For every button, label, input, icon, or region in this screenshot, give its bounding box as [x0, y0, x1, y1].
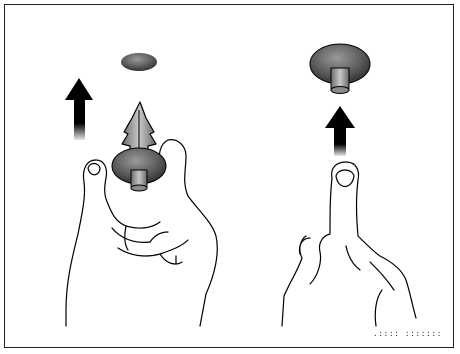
up-arrow-right — [325, 106, 355, 156]
clip-body-right — [310, 44, 370, 94]
clip-body-left — [112, 102, 166, 191]
figure-code: .:::: ::::::: — [373, 329, 442, 338]
up-arrow-left — [65, 78, 93, 140]
right-step — [282, 44, 416, 326]
hand-right — [282, 162, 416, 326]
clip-cap-removed — [121, 53, 157, 71]
left-step — [65, 53, 217, 326]
